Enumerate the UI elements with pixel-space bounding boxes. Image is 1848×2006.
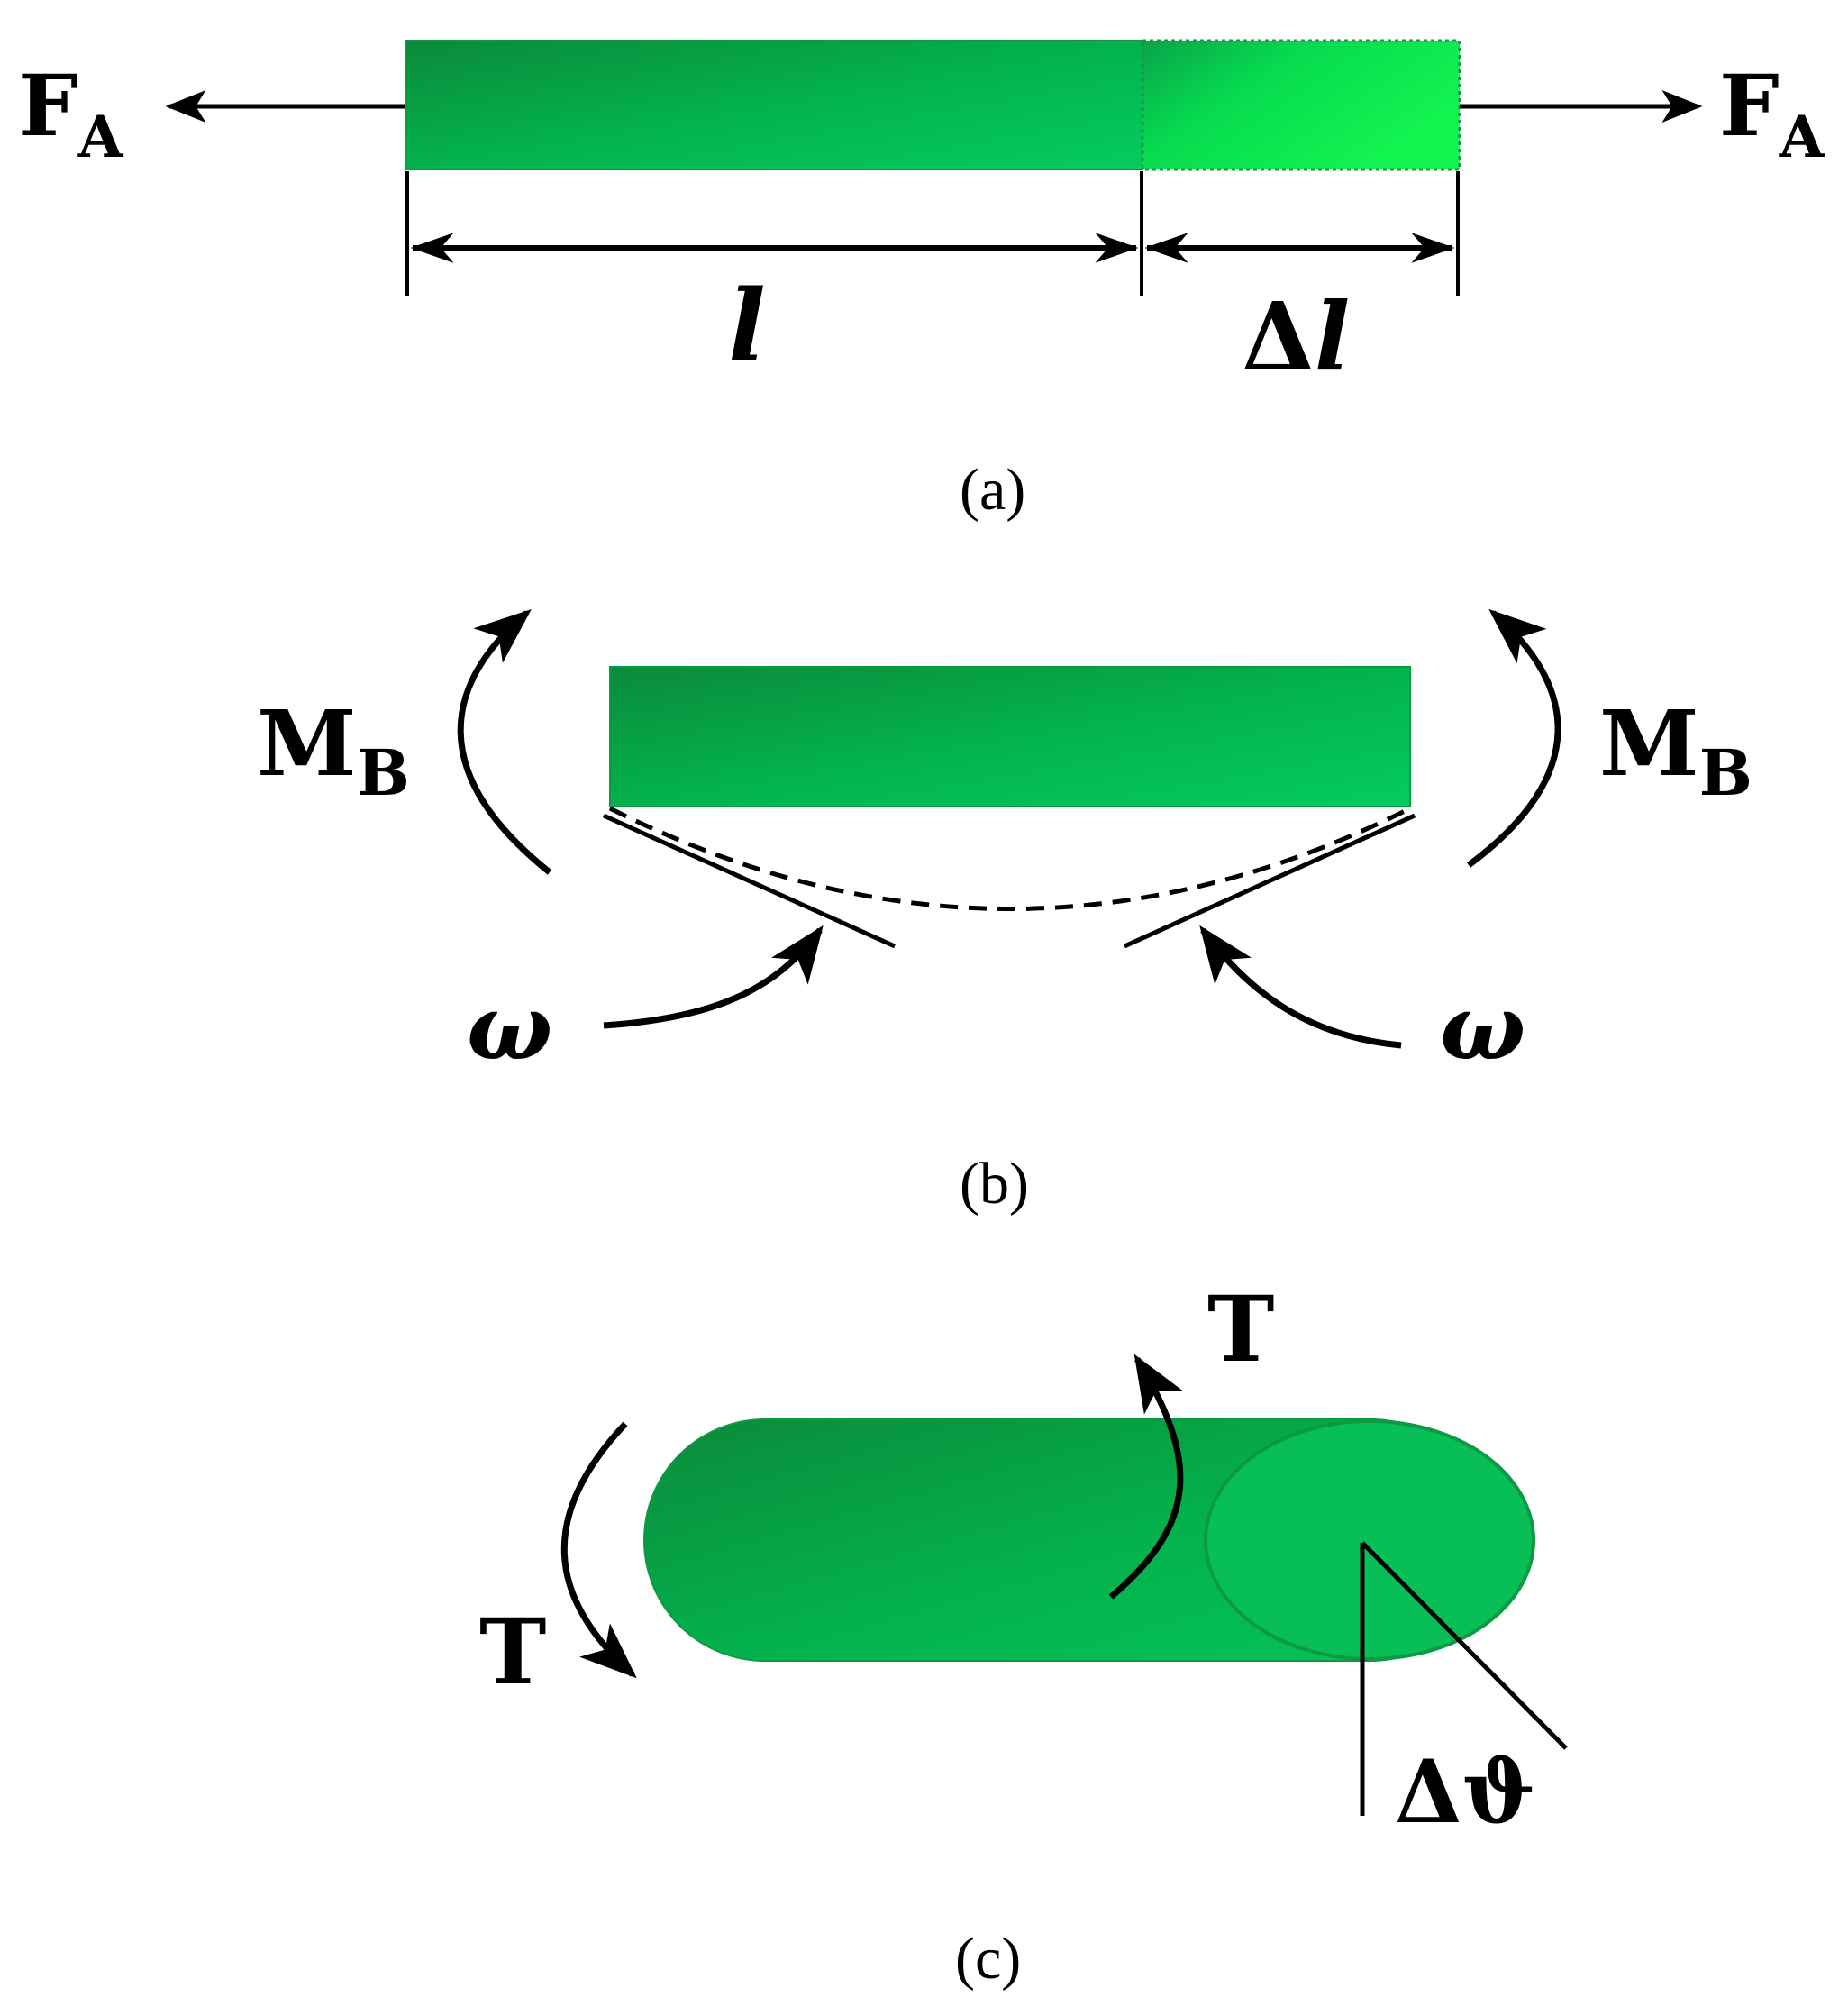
torque-arrow-left: [560, 1421, 637, 1679]
caption-c: (c): [955, 1926, 1021, 1992]
panel-b-bending: MB MB ω ω (b): [257, 608, 1752, 1217]
deflection-curve: [608, 806, 1412, 911]
angle-arrow-right: [1199, 925, 1402, 1049]
force-label-left: FA: [18, 57, 124, 171]
moment-label-left: MB: [257, 690, 410, 810]
twist-angle-label: Δϑ: [1395, 1741, 1535, 1843]
torque-arrow-top: [1108, 1354, 1184, 1600]
angle-arrow-left: [603, 925, 824, 1029]
tangent-line-right: [1123, 813, 1416, 949]
force-label-right: FA: [1719, 57, 1825, 171]
panel-c-torsion: T T Δϑ (c): [479, 1276, 1568, 1992]
caption-b: (b): [960, 1151, 1029, 1217]
beam: [609, 666, 1411, 807]
angle-label-right: ω: [1440, 974, 1525, 1081]
angle-label-left: ω: [467, 974, 552, 1081]
shaft-end-face: [1204, 1419, 1535, 1661]
moment-arrow-right: [1466, 608, 1561, 868]
moment-label-right: MB: [1599, 690, 1752, 810]
moment-arrow-left: [457, 608, 552, 875]
panel-a-axial-tension: FA FA l Δl (a): [18, 39, 1825, 523]
bar-extension: [1141, 39, 1461, 171]
tangent-line-left: [602, 813, 897, 949]
torque-label-left: T: [479, 1599, 546, 1705]
length-label: l: [728, 268, 766, 384]
caption-a: (a): [960, 457, 1025, 523]
delta-length-label: Δl: [1242, 281, 1350, 392]
twist-rotated-line: [1361, 1541, 1568, 1750]
bar-original-length: [405, 40, 1143, 170]
torque-label-top: T: [1207, 1276, 1274, 1382]
